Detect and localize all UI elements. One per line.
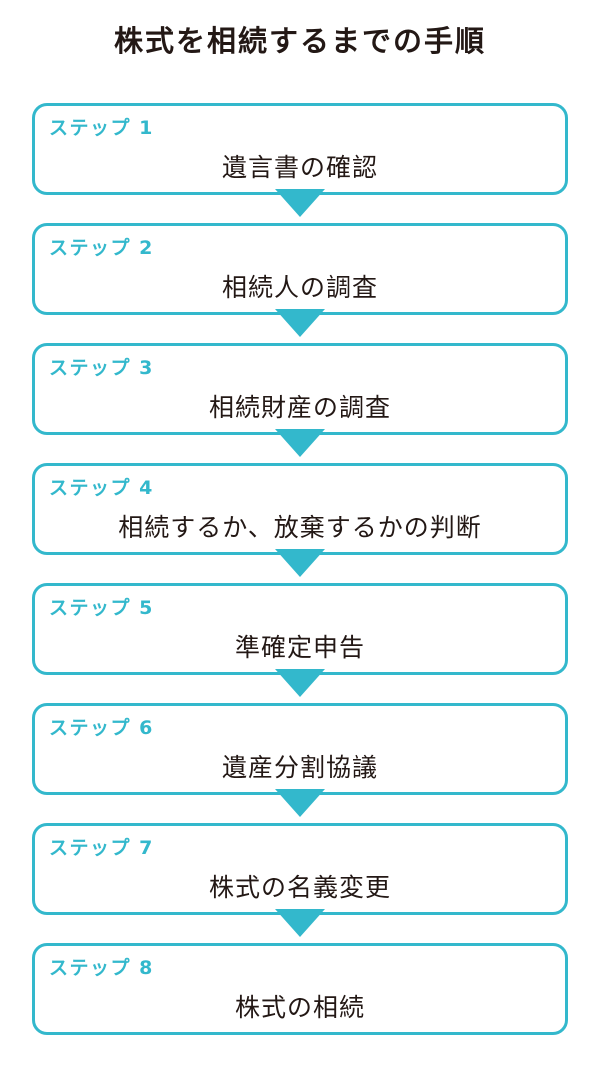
step-node: ステップ 6 遺産分割協議 [32,703,568,817]
step-text: 株式の相続 [234,993,365,1023]
step-label: ステップ 2 [49,237,154,259]
step-node: ステップ 1 遺言書の確認 [32,103,568,217]
arrow-down-triangle-icon [275,549,325,577]
arrow-down-triangle-icon [275,669,325,697]
step-label: ステップ 3 [49,357,154,379]
step-label: ステップ 1 [49,117,154,139]
arrow-down-triangle-icon [275,789,325,817]
step-label: ステップ 7 [49,837,154,859]
step-text: 準確定申告 [234,633,365,663]
step-text: 相続人の調査 [221,273,378,303]
step-label: ステップ 6 [49,717,154,739]
page-title: 株式を相続するまでの手順 [113,24,486,58]
step-text: 遺言書の確認 [221,153,378,183]
arrow-down-triangle-icon [275,189,325,217]
step-label: ステップ 4 [49,477,154,499]
arrow-down-triangle-icon [275,309,325,337]
step-node: ステップ 2 相続人の調査 [32,223,568,337]
step-node: ステップ 8 株式の相続 [32,943,568,1035]
step-node: ステップ 4 相続するか、放棄するかの判断 [32,463,568,577]
step-label: ステップ 8 [49,957,154,979]
arrow-down-triangle-icon [275,429,325,457]
steps-flow: ステップ 1 遺言書の確認 ステップ 2 相続人の調査 ステップ 3 相続財産の… [32,103,568,1035]
step-label: ステップ 5 [49,597,154,619]
step-text: 遺産分割協議 [221,753,378,783]
arrow-down-triangle-icon [275,909,325,937]
step-text: 相続するか、放棄するかの判断 [118,513,482,543]
step-node: ステップ 5 準確定申告 [32,583,568,697]
step-node: ステップ 3 相続財産の調査 [32,343,568,457]
step-text: 株式の名義変更 [208,873,391,903]
step-text: 相続財産の調査 [208,393,391,423]
step-node: ステップ 7 株式の名義変更 [32,823,568,937]
